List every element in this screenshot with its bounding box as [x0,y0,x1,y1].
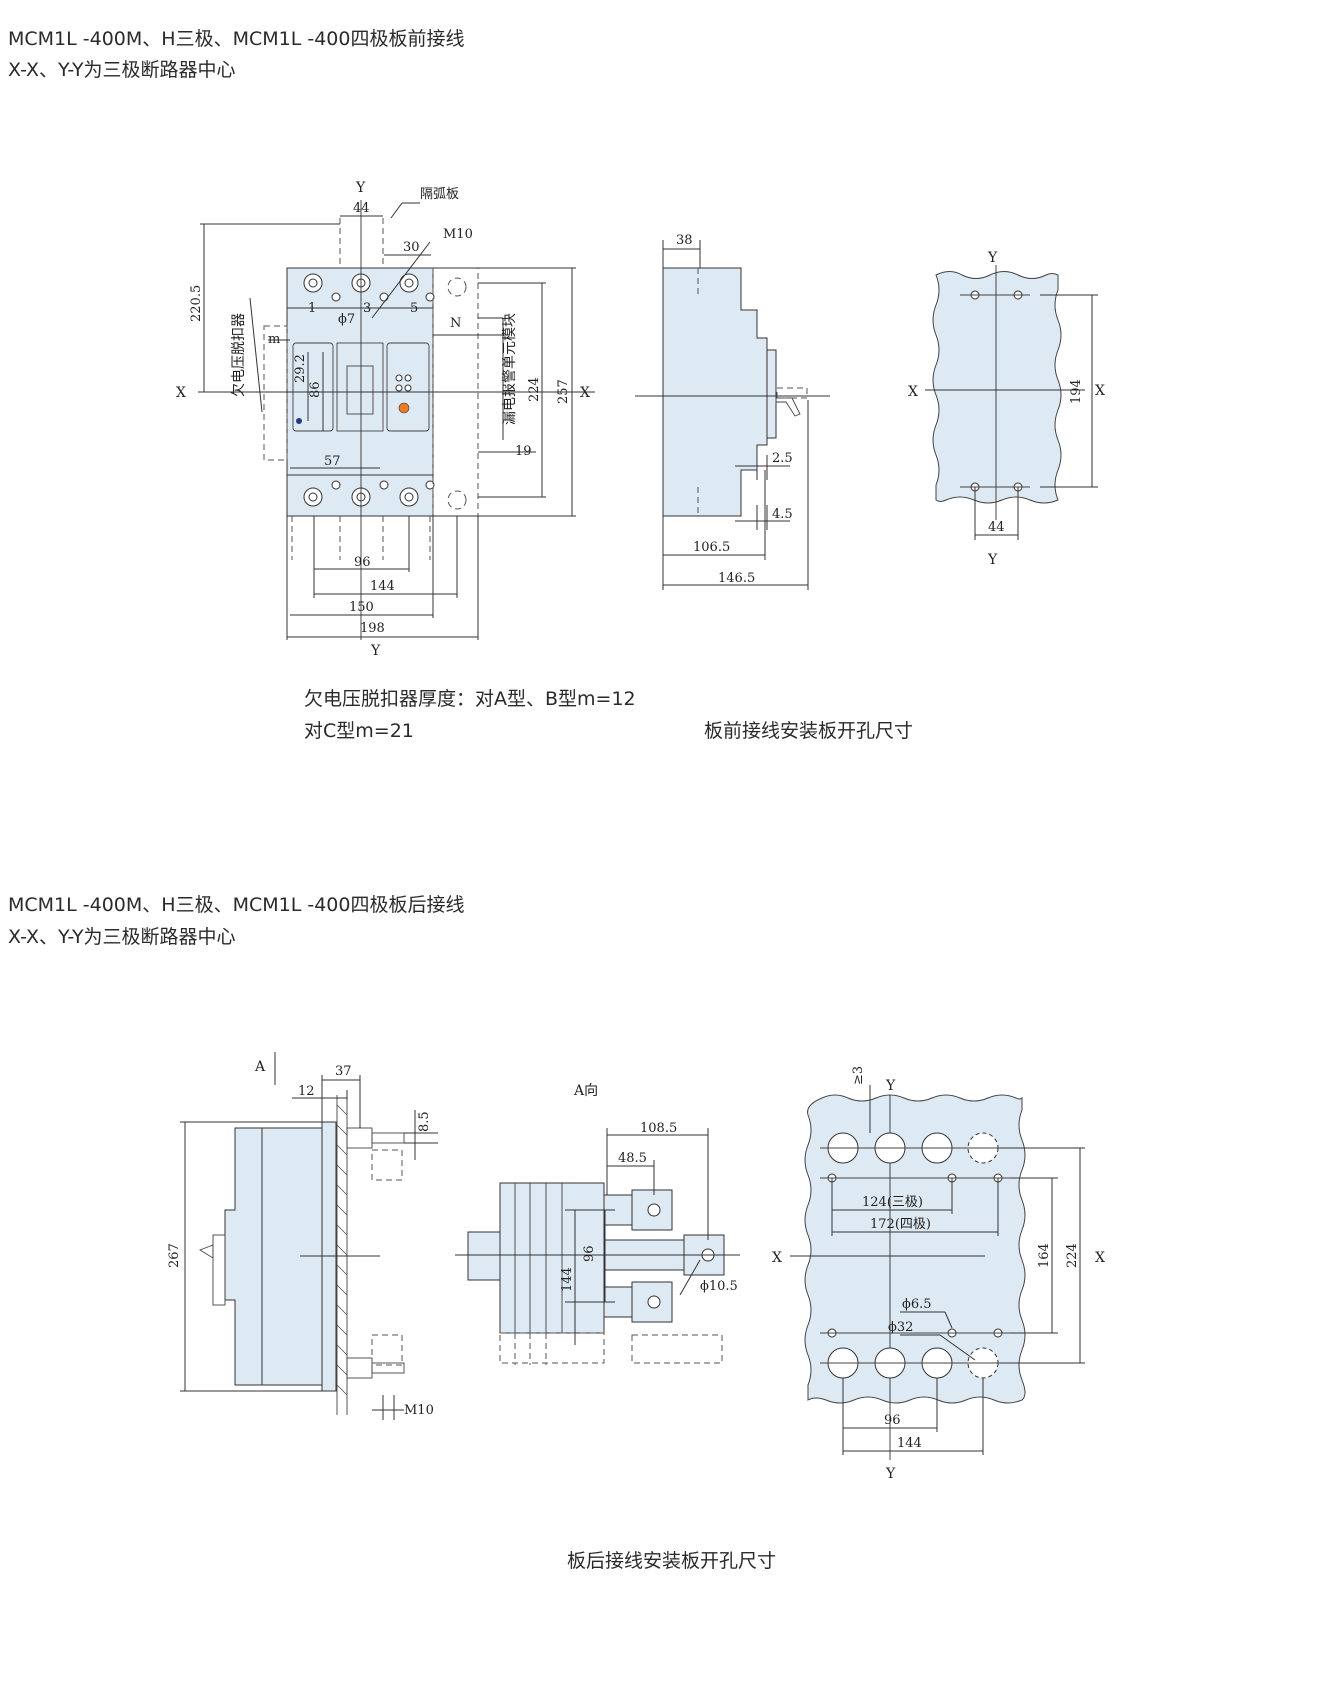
dim-220-5: 220.5 [189,285,204,322]
dim-30: 30 [403,240,420,255]
dim-a-144: 144 [560,1267,575,1292]
m-label: m [268,332,280,347]
rear-m10-label: M10 [404,1403,434,1418]
dim-rear-96: 96 [884,1413,901,1428]
dim-48-5: 48.5 [618,1151,647,1166]
terminal-1-label: 1 [308,301,316,316]
dim-96: 96 [354,555,371,570]
rear-connection-panel-cutout: Y Y X X ≥3 124(三极) 172(四极) 164 224 ϕ6.5 … [772,1066,1105,1482]
dim-a-96: 96 [582,1245,597,1262]
section2-caption: 板后接线安装板开孔尺寸 [567,1550,777,1572]
dim-198: 198 [360,621,385,636]
dim-57: 57 [324,454,341,469]
undervoltage-window [292,342,334,432]
dim-86: 86 [308,381,323,398]
section1-subheading: X-X、Y-Y为三极断路器中心 [8,59,236,81]
breaker-side-body [662,267,768,517]
dim-8-5: 8.5 [417,1111,432,1132]
terminal-3-label: 3 [363,301,371,316]
rear-panel-x-left-label: X [772,1250,782,1266]
terminal-5-label: 5 [410,301,418,316]
dim-267: 267 [167,1243,182,1268]
dim-194: 194 [1069,379,1084,404]
front-y-top-label: Y [355,180,366,196]
rear-panel-y-top-label: Y [885,1078,896,1094]
front-connection-front-view: Y Y X X 隔弧板 M10 N m ϕ7 1 3 5 44 30 57 19… [176,180,595,659]
rear-connection-a-view: A向 108.5 48.5 96 144 ϕ10.5 [455,1083,740,1365]
panel-x-left-label: X [908,384,918,400]
dim-ge3: ≥3 [851,1066,866,1085]
dim-164: 164 [1037,1243,1052,1268]
dim-150: 150 [349,600,374,615]
leakage-module-label: 漏电报警单元模块 [502,313,518,425]
front-x-left-label: X [176,385,186,401]
dim-146-5: 146.5 [718,571,755,586]
undervoltage-note-line1: 欠电压脱扣器厚度：对A型、B型m=12 [304,688,636,710]
a-view-title: A向 [573,1083,598,1099]
section2-subheading: X-X、Y-Y为三极断路器中心 [8,926,236,948]
dim-172-four-pole: 172(四极) [870,1217,931,1232]
rear-panel-x-right-label: X [1095,1250,1105,1266]
dim-12: 12 [298,1084,315,1099]
dim-108-5: 108.5 [640,1121,677,1136]
front-x-right-label: X [580,385,590,401]
undervoltage-release-label: 欠电压脱扣器 [231,313,247,397]
panel-y-top-label: Y [987,250,998,266]
panel-y-bottom-label: Y [987,552,998,568]
front-connection-panel-cutout: Y Y X X 194 44 [908,250,1105,568]
mounting-panel [932,271,1062,504]
rear-connection-side-view: A 37 12 8.5 267 M10 [167,1052,438,1420]
phi10-5-label: ϕ10.5 [700,1279,738,1294]
rear-mounting-panel [804,1094,1026,1404]
phi7-label: ϕ7 [338,312,355,327]
handle-window [336,342,384,432]
undervoltage-release-outline [263,325,288,461]
dim-144: 144 [370,579,395,594]
undervoltage-note-line2: 对C型m=21 [304,720,414,742]
rear-panel-y-bottom-label: Y [885,1466,896,1482]
indicator-lamp-icon [398,402,410,414]
neutral-label: N [450,316,461,331]
dim-224: 224 [527,377,542,402]
phi6-5-label: ϕ6.5 [902,1297,932,1312]
test-button-icon [296,418,302,424]
m10-label: M10 [443,227,473,242]
front-y-bottom-label: Y [370,643,381,659]
dim-2-5: 2.5 [772,451,793,466]
dim-19: 19 [515,444,532,459]
dim-44: 44 [353,201,370,216]
bottom-terminals [303,480,467,510]
dim-rear-144: 144 [897,1436,922,1451]
phi32-label: ϕ32 [888,1320,913,1335]
handle [346,365,374,415]
leakage-window [386,342,430,432]
view-direction-a-label: A [254,1059,266,1075]
dim-38: 38 [676,233,693,248]
dim-106-5: 106.5 [693,540,730,555]
dim-panel-44: 44 [988,520,1005,535]
dim-29-2: 29.2 [293,354,308,383]
dim-257: 257 [556,379,571,404]
front-connection-side-view: 38 2.5 4.5 106.5 146.5 [635,233,830,590]
panel-x-right-label: X [1095,383,1105,399]
dim-rear-224: 224 [1065,1243,1080,1268]
dim-124-three-pole: 124(三极) [862,1195,923,1210]
section1-caption: 板前接线安装板开孔尺寸 [704,720,914,742]
section2-heading: MCM1L -400M、H三极、MCM1L -400四极板后接线 [8,894,465,916]
dim-37: 37 [335,1064,352,1079]
section1-heading: MCM1L -400M、H三极、MCM1L -400四极板前接线 [8,28,465,50]
dim-4-5: 4.5 [772,507,793,522]
arc-plate-label: 隔弧板 [420,187,459,202]
